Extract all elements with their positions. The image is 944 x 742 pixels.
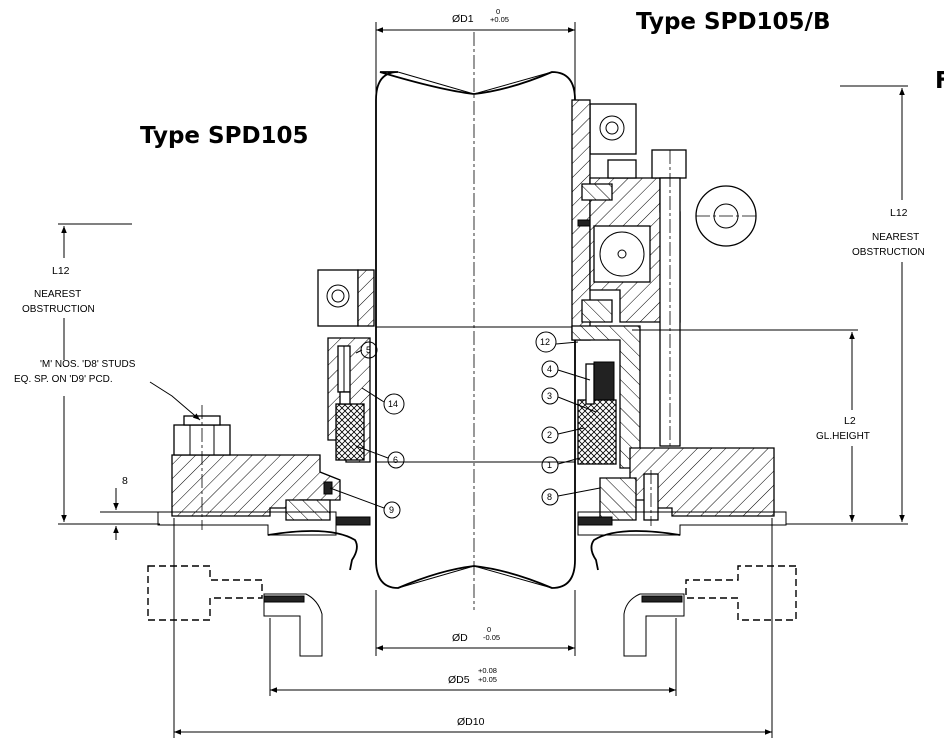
- studs-note-line2: EQ. SP. ON 'D9' PCD.: [14, 374, 113, 385]
- right-seal-assembly: [571, 99, 797, 657]
- balloon-9: 9: [389, 505, 394, 515]
- dim-gap-label: 8: [122, 475, 128, 487]
- dim-l2-label: L2: [844, 415, 856, 427]
- dim-d1-label: ØD1: [452, 13, 474, 25]
- dim-l12-left-line1: NEAREST: [34, 289, 81, 300]
- dim-d1-tol-upper: 0: [496, 7, 500, 16]
- dim-d1-tol-lower: +0.05: [490, 15, 509, 24]
- balloon-12: 12: [540, 337, 550, 347]
- balloon-2: 2: [547, 430, 552, 440]
- dim-d5-tol-upper: +0.08: [478, 666, 497, 675]
- balloon-1: 1: [547, 460, 552, 470]
- title-type-spd105: Type SPD105: [140, 123, 309, 149]
- dim-d-tol-lower: -0.05: [483, 633, 500, 642]
- balloon-3: 3: [547, 391, 552, 401]
- dim-l12-right-line2: OBSTRUCTION: [852, 247, 925, 258]
- dim-d10-label: ØD10: [457, 716, 485, 728]
- title-edge-fragment: F: [935, 68, 944, 94]
- part-balloons: 5 14 6 9 12 4 3 2 1 8: [329, 331, 601, 519]
- balloon-4: 4: [547, 364, 552, 374]
- dim-l2-line2: GL.HEIGHT: [816, 431, 870, 442]
- dim-l12-right-line1: NEAREST: [872, 232, 919, 243]
- dim-l12-left-line2: OBSTRUCTION: [22, 304, 95, 315]
- dim-d5-label: ØD5: [448, 674, 470, 686]
- dim-d-label: ØD: [452, 632, 468, 644]
- dimension-labels: ØD1 0 +0.05 ØD 0 -0.05 ØD5 +0.08 +0.05 Ø…: [14, 7, 925, 728]
- balloon-5: 5: [366, 345, 371, 355]
- balloon-8: 8: [547, 492, 552, 502]
- dim-d-tol-upper: 0: [487, 625, 491, 634]
- dim-d5-tol-lower: +0.05: [478, 675, 497, 684]
- balloon-6: 6: [393, 455, 398, 465]
- left-seal-assembly: [147, 269, 375, 657]
- dimension-lines: [58, 22, 908, 738]
- dim-l12-right-label: L12: [890, 207, 908, 219]
- shaft: [375, 32, 576, 610]
- studs-note-line1: 'M' NOS. 'D8' STUDS: [40, 359, 136, 370]
- balloon-14: 14: [388, 399, 398, 409]
- title-type-spd105b: Type SPD105/B: [636, 9, 830, 35]
- dim-l12-left-label: L12: [52, 265, 70, 277]
